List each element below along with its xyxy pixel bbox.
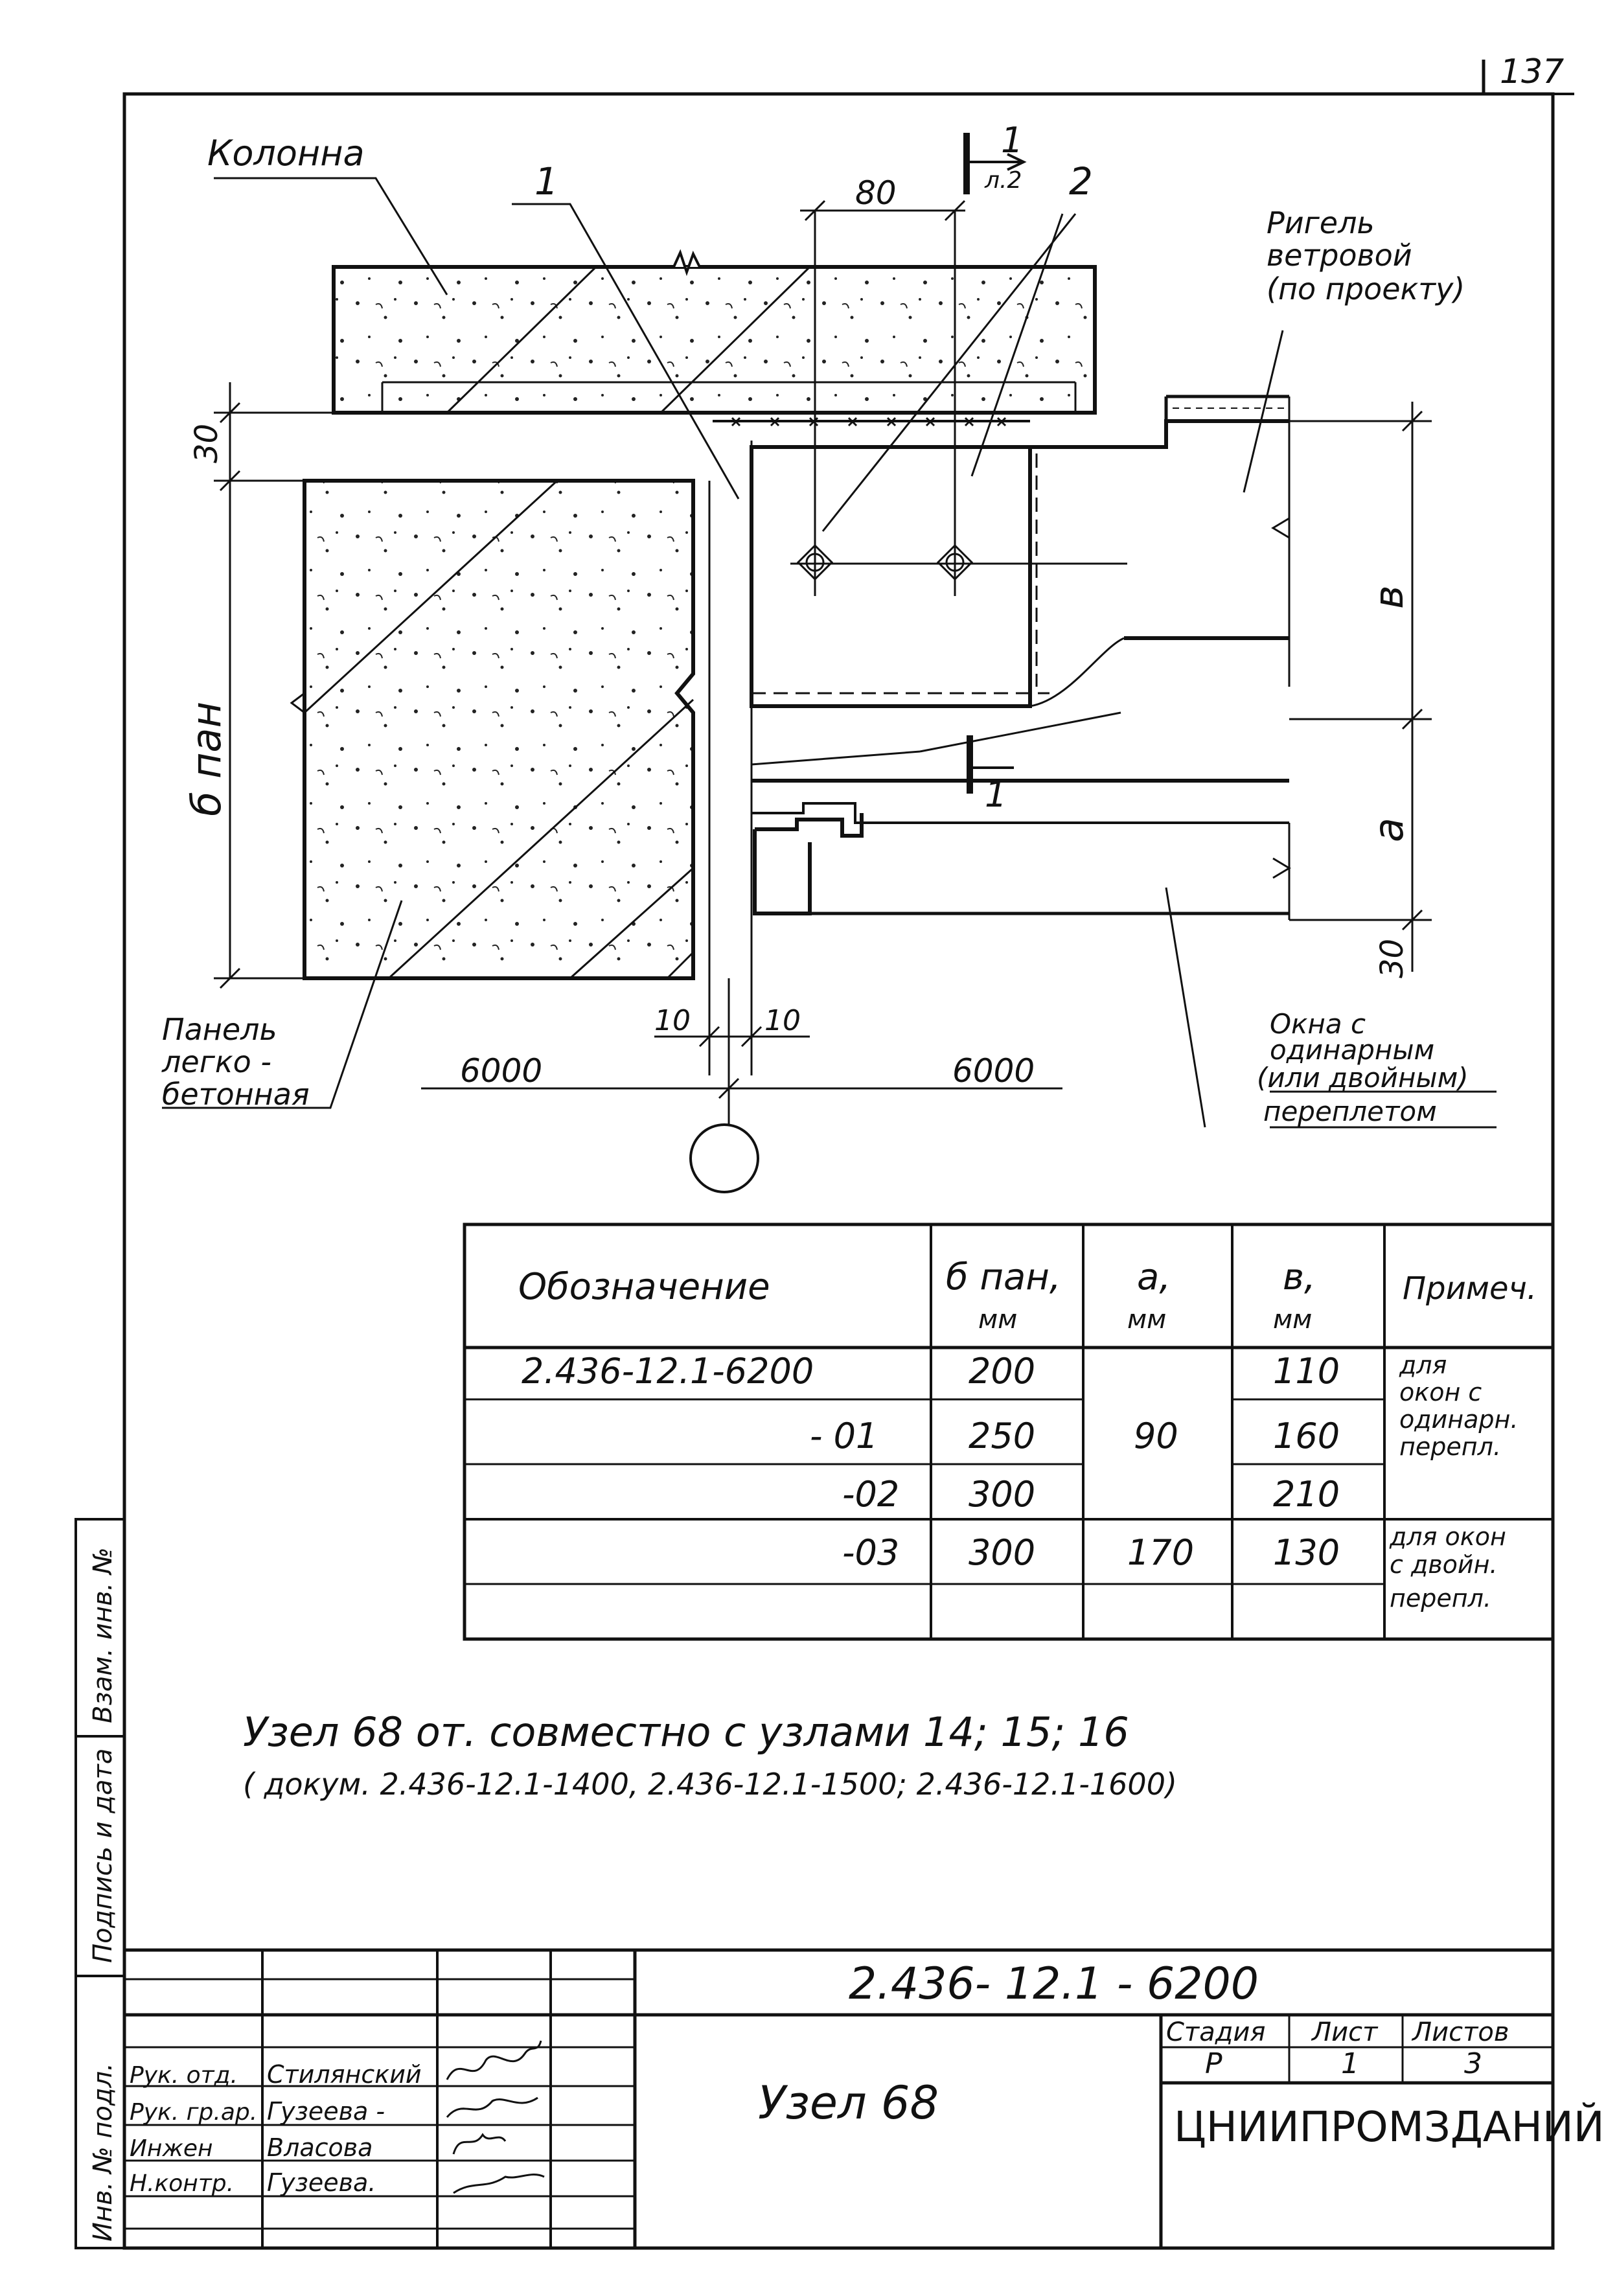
- person-name-0: Стилянский: [267, 2060, 422, 2089]
- note-double-line3: перепл.: [1390, 1584, 1491, 1613]
- label-column: Колонна: [207, 133, 365, 174]
- label-panel-line1: Панель: [162, 1012, 277, 1047]
- table-row-0-b: 110: [1273, 1351, 1340, 1392]
- dim-6000-left: 6000: [460, 1052, 542, 1090]
- table-row-1-designation: - 01: [810, 1416, 878, 1456]
- table-row-3-designation: -03: [842, 1532, 899, 1573]
- label-window-line3: (или двойным): [1257, 1062, 1469, 1094]
- label-position-2: 2: [1069, 159, 1093, 203]
- doc-code: 2.436- 12.1 - 6200: [849, 1958, 1259, 2010]
- label-panel-line3: бетонная: [162, 1077, 310, 1112]
- label-window-line1: Окна с: [1270, 1008, 1366, 1040]
- label-window-line4: переплетом: [1263, 1096, 1437, 1127]
- label-window-line2: одинарным: [1270, 1034, 1434, 1066]
- table-header-bpan: б пан,: [946, 1256, 1061, 1298]
- joint-lines: [708, 420, 1030, 1075]
- leader-lines: [162, 177, 1497, 1129]
- table-a-merged: 90: [1134, 1416, 1178, 1456]
- wall-panel: [290, 479, 695, 980]
- stage-value: Р: [1205, 2047, 1222, 2080]
- dim-80: 80: [855, 174, 897, 212]
- weld-marks: [731, 417, 1007, 427]
- section-number-top: 1: [1001, 120, 1023, 161]
- person-role-3: Н.контр.: [130, 2170, 234, 2197]
- sheet-label: Лист: [1311, 2017, 1379, 2047]
- table-row-3-b: 130: [1273, 1532, 1340, 1573]
- table-row-3-bpan: 300: [969, 1532, 1035, 1573]
- sheets-value: 3: [1464, 2047, 1482, 2080]
- side-stamp-signature-date: Подпись и дата: [88, 1749, 118, 1963]
- bolt-holes: [796, 211, 974, 596]
- section-mark-top: [963, 133, 1027, 194]
- note-double-line2: с двойн.: [1390, 1550, 1498, 1579]
- title-block-grid: [124, 1948, 1553, 2248]
- person-role-2: Инжен: [130, 2135, 213, 2162]
- table-row-0-bpan: 200: [969, 1351, 1035, 1392]
- general-note-line2: ( докум. 2.436-12.1-1400, 2.436-12.1-150…: [243, 1767, 1177, 1802]
- drawing-title: Узел 68: [758, 2076, 939, 2130]
- person-role-1: Рук. гр.ар.: [130, 2099, 257, 2126]
- table-row-1-b: 160: [1273, 1416, 1340, 1456]
- sheets-label: Листов: [1411, 2017, 1509, 2047]
- dim-b-pan: б пан: [183, 702, 230, 816]
- label-position-1: 1: [534, 159, 558, 203]
- person-name-1: Гузеева -: [267, 2097, 385, 2126]
- general-note-line1: Узел 68 от. совместно с узлами 14; 15; 1…: [243, 1708, 1129, 1756]
- note-single-line3: одинарн.: [1399, 1405, 1518, 1434]
- label-girder-line2: ветровой: [1267, 238, 1412, 273]
- table-header-a-unit: мм: [1127, 1305, 1166, 1335]
- label-panel-line2: легко -: [161, 1044, 271, 1079]
- note-single-line2: окон с: [1399, 1378, 1482, 1406]
- table-row-0-designation: 2.436-12.1-6200: [522, 1351, 814, 1392]
- table-row-2-bpan: 300: [969, 1474, 1035, 1515]
- dim-b: в: [1365, 585, 1412, 609]
- label-girder-line3: (по проекту): [1267, 271, 1465, 306]
- page-number: 137: [1500, 52, 1564, 91]
- table-row-1-bpan: 250: [969, 1416, 1035, 1456]
- dim-6000-right: 6000: [952, 1052, 1035, 1090]
- sheet-value: 1: [1341, 2047, 1359, 2080]
- side-stamp-inv-no: Инв. № подл.: [88, 2063, 118, 2242]
- person-name-3: Гузеева.: [267, 2168, 376, 2197]
- dim-30-bottom: 30: [1374, 939, 1410, 978]
- table-header-b: в,: [1283, 1256, 1316, 1298]
- person-name-2: Власова: [267, 2133, 373, 2162]
- spec-table-grid: [463, 1223, 1555, 1641]
- dimension-lines: [214, 200, 1432, 1127]
- label-girder-line1: Ригель: [1267, 205, 1375, 240]
- person-role-0: Рук. отд.: [130, 2062, 238, 2089]
- stage-label: Стадия: [1166, 2017, 1265, 2047]
- grid-axis-bubble: [689, 1123, 759, 1193]
- table-header-note: Примеч.: [1403, 1270, 1537, 1307]
- section-sheet-ref: л.2: [984, 167, 1022, 194]
- side-stamp-replaced-inv: Взам. инв. №: [88, 1547, 118, 1723]
- note-single-line1: для: [1399, 1351, 1447, 1379]
- column-section: [332, 249, 1097, 415]
- dim-30-top: 30: [189, 424, 225, 463]
- steel-plate: [750, 395, 1291, 708]
- section-number-lower: 1: [985, 774, 1007, 815]
- table-row-2-b: 210: [1273, 1474, 1340, 1515]
- note-single-line4: перепл.: [1399, 1432, 1501, 1461]
- note-double-line1: для окон: [1389, 1522, 1506, 1551]
- side-stamp-grid: [75, 1518, 126, 2249]
- table-header-bpan-unit: мм: [978, 1305, 1017, 1335]
- table-header-designation: Обозначение: [518, 1266, 770, 1308]
- organization-name: ЦНИИПРОМЗДАНИЙ: [1174, 2102, 1605, 2152]
- dim-a: а: [1365, 818, 1412, 842]
- dim-10-left: 10: [654, 1004, 691, 1037]
- section-mark-lower: [967, 735, 1014, 794]
- sheet-frame: [122, 60, 1574, 2250]
- table-header-a: а,: [1137, 1256, 1171, 1298]
- table-row-3-a: 170: [1127, 1532, 1194, 1573]
- window-frame: [751, 711, 1291, 920]
- dim-10-right: 10: [764, 1004, 801, 1037]
- signatures: [446, 2040, 545, 2194]
- table-row-2-designation: -02: [842, 1474, 899, 1515]
- table-header-b-unit: мм: [1273, 1305, 1312, 1335]
